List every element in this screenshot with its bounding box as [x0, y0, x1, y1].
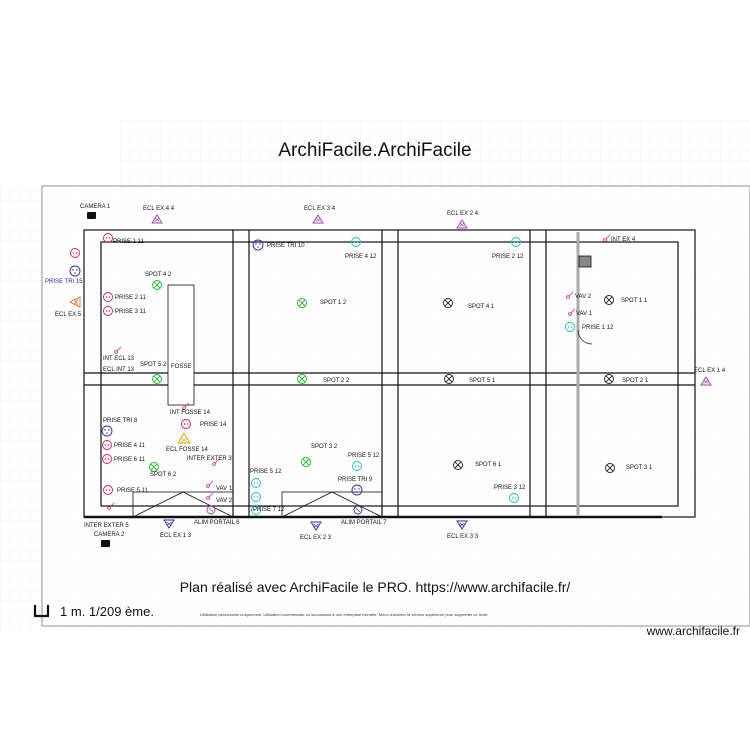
- ecl-ex-34-label: ECL EX 3 4: [304, 206, 336, 212]
- vav-2-label: VAV 2: [575, 294, 592, 300]
- camera2-label: CAMERA 2: [94, 532, 125, 538]
- vav-2b-label: VAV 2: [216, 498, 233, 504]
- ecl-fosse-14-label: ECL FOSSE 14: [166, 447, 208, 453]
- prise-5-12b-label: PRISE 5 12: [250, 469, 282, 475]
- disclaimer-text: Utilisation personnelle uniquement. Util…: [200, 612, 488, 617]
- ecl-ex-5-label: ECL EX 5: [55, 312, 82, 318]
- inter-exter-5-label: INTER EXTER 5: [84, 523, 129, 529]
- spot-6-1-label: SPOT 6 1: [475, 462, 502, 468]
- spot-2-1-label: SPOT 2 1: [622, 378, 649, 384]
- spot-5-1-label: SPOT 5 1: [469, 378, 496, 384]
- spot-1-2-label: SPOT 1 2: [320, 300, 347, 306]
- vav-1-label: VAV 1: [576, 311, 593, 317]
- prise-1-11-label: PRISE 1 11: [113, 239, 145, 245]
- camera-icon: [101, 540, 110, 547]
- prise-tri-8-label: PRISE TRI 8: [103, 418, 138, 424]
- prise-2-12-label: PRISE 2 12: [492, 254, 524, 260]
- prise-3-11-label: PRISE 3 11: [115, 309, 147, 315]
- spot-6-2-label: SPOT 6 2: [150, 472, 177, 478]
- prise-5-12-label: PRISE 5 12: [348, 453, 380, 459]
- garage-door-left: [132, 491, 234, 518]
- ecl-ex-5-icon: [68, 296, 81, 308]
- int-fosse-14-label: INT FOSSE 14: [170, 410, 211, 416]
- prise-6-11-label: PRISE 6 11: [114, 457, 146, 463]
- prise-tri-15-label: PRISE TRI 15: [45, 279, 83, 285]
- inter-exter-3-label: INTER EXTER 3: [187, 456, 232, 462]
- prise-4-12-label: PRISE 4 12: [345, 254, 377, 260]
- ecl-ex-44-label: ECL EX 4 4: [143, 206, 175, 212]
- spot-3-1-label: SPOT 3 1: [626, 465, 653, 471]
- brand-watermark: www.archifacile.fr: [646, 624, 740, 638]
- drawing-frame: [41, 185, 750, 627]
- prise-tri-9-label: PRISE TRI 9: [338, 477, 373, 483]
- prise-5-11-label: PRISE 5 11: [117, 488, 149, 494]
- prise-2-11-label: PRISE 2 11: [115, 295, 147, 301]
- alim-portail-6-icon: [206, 505, 216, 515]
- ecl-ex-1-3-label: ECL EX 1 3: [160, 533, 192, 539]
- prise-tri-10-label: PRISE TRI 10: [267, 243, 305, 249]
- fosse-label: FOSSE: [171, 364, 191, 370]
- prise-4-11-label: PRISE 4 11: [114, 443, 146, 449]
- door-arc: [577, 329, 593, 345]
- prise-14-label: PRISE 14: [200, 422, 227, 428]
- ecl-ex-2-3-label: ECL EX 2 3: [300, 535, 332, 541]
- prise-3-12-label: PRISE 3 12: [494, 485, 526, 491]
- alim-portail-6-label: ALIM PORTAIL 6: [194, 520, 240, 526]
- spot-3-2-label: SPOT 3 2: [311, 444, 338, 450]
- prise-7-12-label: PRISE 7 12: [253, 507, 285, 513]
- spot-1-1-label: SPOT 1 1: [621, 298, 648, 304]
- spot-5-2-label: SPOT 5 2: [140, 362, 167, 368]
- ecl-ex-1-4-label: ECL EX 1 4: [694, 368, 726, 374]
- garage-door-right: [281, 491, 383, 518]
- spot-4-2-label: SPOT 4 2: [145, 272, 172, 278]
- ecl-ex-3-3-label: ECL EX 3 3: [447, 534, 479, 540]
- spot-4-1-label: SPOT 4 1: [468, 304, 495, 310]
- alim-portail-7-label: ALIM PORTAIL 7: [341, 520, 387, 526]
- scale-text: 1 m. 1/209 ème.: [60, 604, 154, 619]
- ecl-ex-24-label: ECL EX 2 4: [447, 211, 479, 217]
- prise-1-12-label: PRISE 1 12: [582, 325, 614, 331]
- scale-bar-icon: [33, 605, 50, 618]
- vav-1b-label: VAV 1: [216, 486, 233, 492]
- int-ecl-13-label: INT ECL 13: [103, 356, 135, 362]
- footer-text: Plan réalisé avec ArchiFacile le PRO. ht…: [180, 579, 571, 595]
- camera1-label: CAMERA 1: [80, 204, 111, 210]
- panel-box: [578, 255, 592, 268]
- spot-2-2-label: SPOT 2 2: [323, 378, 350, 384]
- alim-portail-7-icon: [353, 505, 363, 515]
- fosse-pit: [167, 284, 195, 406]
- ecl-fosse-icon: [177, 432, 191, 444]
- int-ex-4-label: INT EX 4: [611, 237, 636, 243]
- camera-icon: [87, 212, 96, 219]
- plan-title: ArchiFacile.ArchiFacile: [278, 140, 471, 161]
- ecl-int-13-label: ECL INT 13: [103, 367, 135, 373]
